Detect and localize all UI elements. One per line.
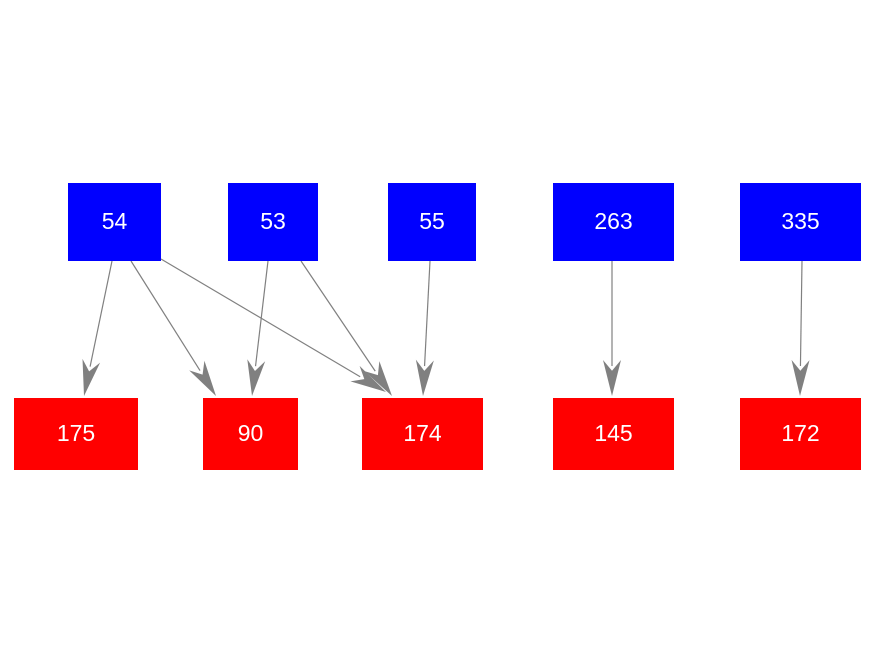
node-label: 55 xyxy=(419,208,445,234)
target-node-box[interactable] xyxy=(740,398,861,470)
node-53[interactable]: 53 xyxy=(228,183,318,261)
node-label: 172 xyxy=(781,420,819,446)
source-node-box[interactable] xyxy=(740,183,861,261)
target-node-box[interactable] xyxy=(203,398,298,470)
target-node-box[interactable] xyxy=(14,398,138,470)
arrowhead xyxy=(364,361,392,396)
node-label: 54 xyxy=(102,208,128,234)
edge-335-to-172 xyxy=(791,260,810,396)
node-54[interactable]: 54 xyxy=(68,183,161,261)
edge-54-to-90 xyxy=(130,260,216,396)
edge-55-to-174 xyxy=(415,260,434,396)
node-175[interactable]: 175 xyxy=(14,398,138,470)
edges-layer xyxy=(82,258,810,396)
arrowhead xyxy=(189,360,216,396)
node-label: 174 xyxy=(403,420,442,446)
node-174[interactable]: 174 xyxy=(362,398,483,470)
node-label: 90 xyxy=(238,420,264,446)
node-145[interactable]: 145 xyxy=(553,398,674,470)
node-90[interactable]: 90 xyxy=(203,398,298,470)
arrowhead xyxy=(247,359,266,396)
source-node-box[interactable] xyxy=(388,183,476,261)
edge-53-to-174 xyxy=(300,260,392,396)
edge-54-to-174 xyxy=(160,258,386,392)
source-node-box[interactable] xyxy=(68,183,161,261)
source-node-box[interactable] xyxy=(228,183,318,261)
node-label: 145 xyxy=(594,420,632,446)
target-node-box[interactable] xyxy=(553,398,674,470)
node-55[interactable]: 55 xyxy=(388,183,476,261)
arrowhead xyxy=(415,359,434,396)
arrowhead xyxy=(350,365,386,392)
target-node-box[interactable] xyxy=(362,398,483,470)
nodes-layer: 54 53 55 263 335 175 90 174 145 172 xyxy=(14,183,861,470)
arrowhead xyxy=(82,358,101,396)
node-172[interactable]: 172 xyxy=(740,398,861,470)
node-335[interactable]: 335 xyxy=(740,183,861,261)
edge-53-to-90 xyxy=(247,260,269,396)
node-label: 335 xyxy=(781,208,819,234)
arrowhead xyxy=(791,359,810,396)
node-263[interactable]: 263 xyxy=(553,183,674,261)
source-node-box[interactable] xyxy=(553,183,674,261)
node-label: 175 xyxy=(57,420,95,446)
edge-263-to-145 xyxy=(603,261,621,396)
node-label: 263 xyxy=(594,208,632,234)
node-label: 53 xyxy=(260,208,286,234)
edge-54-to-175 xyxy=(82,260,113,396)
arrowhead xyxy=(603,360,621,396)
